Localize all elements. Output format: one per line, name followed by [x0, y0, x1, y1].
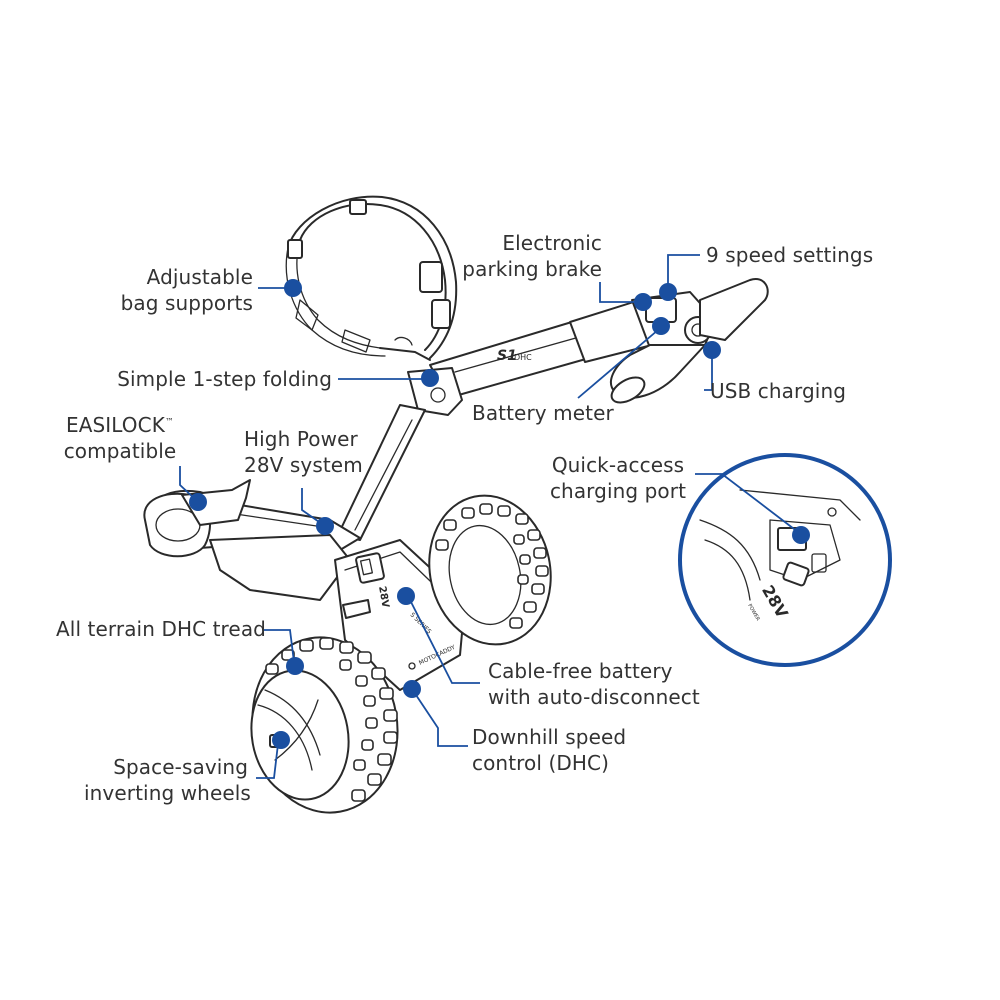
handle-logo-suffix: DHC: [514, 353, 532, 362]
speed-settings-marker: [659, 283, 677, 301]
rear-wheel-front: [250, 636, 399, 814]
tread-marker: [286, 657, 304, 675]
label-tread: All terrain DHC tread: [56, 617, 266, 641]
label-battery: Cable-free battery with auto-disconnect: [488, 659, 700, 709]
label-easilock: EASILOCK™ compatible: [63, 413, 177, 463]
charging-port-marker: [792, 526, 810, 544]
chassis: [143, 479, 361, 601]
label-inverting-wheels: Space-saving inverting wheels: [84, 755, 251, 805]
label-high-power: High Power 28V system: [244, 427, 363, 477]
battery-meter-marker: [652, 317, 670, 335]
folding-marker: [421, 369, 439, 387]
label-folding: Simple 1-step folding: [117, 367, 332, 391]
charging-port-zoom: 28V POWER: [678, 453, 892, 667]
inverting-wheels-marker: [272, 731, 290, 749]
easilock-marker: [189, 493, 207, 511]
handle-logo: S1: [497, 348, 517, 364]
battery-voltage-marking: 28V: [376, 585, 391, 608]
high-power-marker: [316, 517, 334, 535]
usb-marker: [703, 341, 721, 359]
label-parking-brake: Electronic parking brake: [462, 231, 602, 281]
label-battery-meter: Battery meter: [472, 401, 614, 425]
downhill-marker: [403, 680, 421, 698]
callout-leaders: [179, 254, 810, 779]
battery-marker: [397, 587, 415, 605]
handle-assembly: S1 DHC: [429, 278, 769, 404]
label-charging-port: Quick-access charging port: [549, 453, 687, 503]
rear-wheel-back: [428, 494, 552, 646]
label-usb-charging: USB charging: [710, 379, 847, 403]
label-speed-settings: 9 speed settings: [706, 243, 874, 267]
label-bag-supports: Adjustable bag supports: [120, 265, 253, 315]
label-downhill: Downhill speed control (DHC): [472, 725, 627, 775]
bag-support-ring: [285, 195, 458, 361]
bag-supports-marker: [284, 279, 302, 297]
parking-brake-marker: [634, 293, 652, 311]
